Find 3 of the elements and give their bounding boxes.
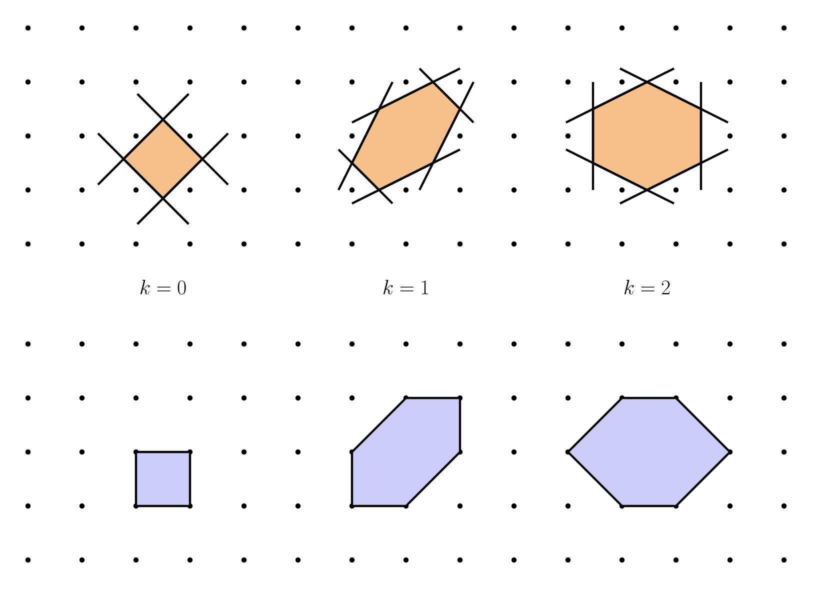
formula-label: $k=2$ [624, 280, 670, 294]
formula-label: $k=1$ [384, 280, 428, 294]
formula-label: $k=0$ [140, 280, 186, 295]
